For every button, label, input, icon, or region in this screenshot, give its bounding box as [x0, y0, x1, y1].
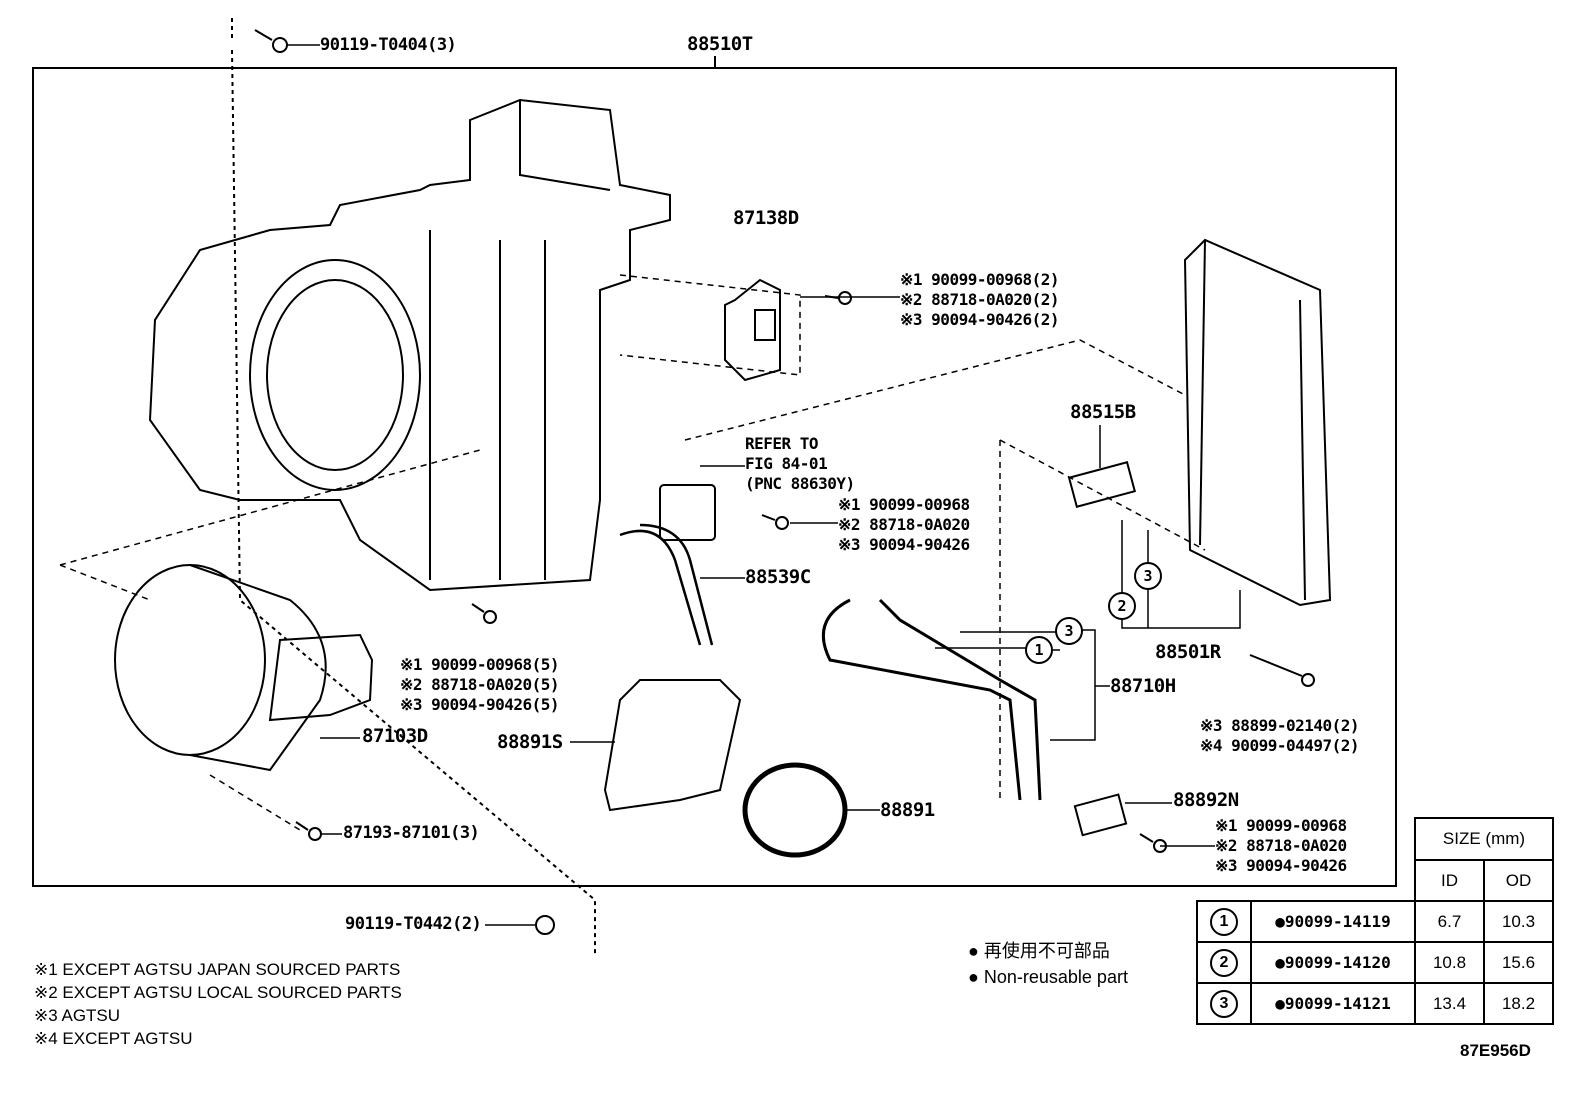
- callout-2: 2: [1108, 592, 1136, 620]
- part-number: ●90099-14119: [1250, 900, 1416, 943]
- footnotes: ※1 EXCEPT AGTSU JAPAN SOURCED PARTS ※2 EX…: [34, 958, 402, 1050]
- header-id: ID: [1414, 859, 1485, 902]
- resistor-screws: ※1 90099-00968(2)※2 88718-0A020(2)※3 900…: [900, 270, 1060, 330]
- size-title: SIZE (mm): [1414, 817, 1554, 861]
- size-table: SIZE (mm) ID OD 1 ●90099-14119 6.7 10.3 …: [1196, 817, 1554, 1025]
- label-expansion-valve: 88515B: [1070, 401, 1136, 423]
- drain-hose-part: [619, 523, 714, 646]
- id-value: 6.7: [1414, 900, 1485, 943]
- fastener-line: ※2 88718-0A020: [1215, 836, 1347, 855]
- fastener-line: ※1 90099-00968: [1215, 816, 1347, 835]
- callout-3: 3: [1055, 617, 1083, 645]
- label-screw-motor: 87193-87101(3): [343, 823, 480, 843]
- table-row: 1 ●90099-14119 6.7 10.3: [1196, 900, 1554, 943]
- header-od: OD: [1483, 859, 1554, 902]
- refer-line-3: (PNC 88630Y): [745, 474, 855, 493]
- relay-screws: ※1 90099-00968※2 88718-0A020※3 90094-904…: [838, 495, 970, 555]
- expansion-valve-part: [1067, 461, 1137, 508]
- label-resistor: 87138D: [733, 207, 799, 229]
- label-drain-hose: 88539C: [745, 566, 811, 588]
- footnote: ※2 EXCEPT AGTSU LOCAL SOURCED PARTS: [34, 983, 402, 1002]
- part-number: ●90099-14121: [1250, 982, 1416, 1025]
- label-bracket: 88892N: [1173, 789, 1239, 811]
- table-row: 3 ●90099-14121 13.4 18.2: [1196, 982, 1554, 1025]
- seal-s-part: [603, 679, 742, 812]
- fastener-line: ※2 88718-0A020(2): [900, 290, 1060, 309]
- callout-1: 1: [1025, 636, 1053, 664]
- bracket-part: [1073, 793, 1128, 837]
- legend: ● 再使用不可部品 ● Non-reusable part: [968, 938, 1128, 990]
- footnote: ※3 AGTSU: [34, 1006, 121, 1025]
- label-blower-motor: 87103D: [362, 725, 428, 747]
- heater-case: [148, 98, 671, 592]
- label-seal: 88891: [880, 799, 935, 821]
- fastener-line: ※2 88718-0A020(5): [400, 675, 560, 694]
- refer-line-2: FIG 84-01: [745, 454, 828, 473]
- id-value: 10.8: [1414, 941, 1485, 984]
- fastener-line: ※1 90099-00968(2): [900, 270, 1060, 289]
- screw-icons: [254, 29, 1315, 935]
- ref-circle: 1: [1210, 907, 1238, 936]
- table-row: 2 ●90099-14120 10.8 15.6: [1196, 941, 1554, 984]
- evap-bolts: ※3 88899-02140(2)※4 90099-04497(2): [1200, 716, 1360, 756]
- od-value: 18.2: [1483, 982, 1554, 1025]
- fastener-line: ※1 90099-00968(5): [400, 655, 560, 674]
- refer-line-1: REFER TO: [745, 434, 819, 453]
- ref-circle: 3: [1210, 989, 1238, 1018]
- footnote: ※1 EXCEPT AGTSU JAPAN SOURCED PARTS: [34, 960, 401, 979]
- callout-3: 3: [1134, 562, 1162, 590]
- resistor-part: [724, 278, 781, 382]
- fastener-line: ※3 90094-90426: [838, 535, 970, 554]
- od-value: 10.3: [1483, 900, 1554, 943]
- fastener-line: ※3 90094-90426(5): [400, 695, 560, 714]
- ref-circle: 2: [1210, 948, 1238, 977]
- label-screw-top: 90119-T0404(3): [320, 35, 457, 55]
- fastener-line: ※3 88899-02140(2): [1200, 716, 1360, 735]
- fastener-line: ※3 90094-90426(2): [900, 310, 1060, 329]
- legend-english: ● Non-reusable part: [968, 967, 1128, 987]
- blower-motor-part: [114, 564, 374, 772]
- label-seal-s: 88891S: [497, 731, 563, 753]
- part-number: ●90099-14120: [1250, 941, 1416, 984]
- case-screws: ※1 90099-00968(5)※2 88718-0A020(5)※3 900…: [400, 655, 560, 715]
- legend-japanese: ● 再使用不可部品: [968, 941, 1110, 961]
- seal-part: [742, 762, 848, 858]
- footnote: ※4 EXCEPT AGTSU: [34, 1029, 193, 1048]
- label-tube: 88710H: [1110, 675, 1176, 697]
- relay-part: [659, 484, 716, 541]
- tube-part: [821, 598, 1042, 801]
- fastener-line: ※2 88718-0A020: [838, 515, 970, 534]
- fastener-line: ※1 90099-00968: [838, 495, 970, 514]
- fastener-line: ※4 90099-04497(2): [1200, 736, 1360, 755]
- figure-code: 87E956D: [1460, 1041, 1531, 1060]
- label-screw-bottom: 90119-T0442(2): [345, 914, 482, 934]
- od-value: 15.6: [1483, 941, 1554, 984]
- label-assembly: 88510T: [687, 33, 753, 55]
- label-evaporator: 88501R: [1155, 641, 1221, 663]
- evaporator-part: [1183, 238, 1332, 607]
- id-value: 13.4: [1414, 982, 1485, 1025]
